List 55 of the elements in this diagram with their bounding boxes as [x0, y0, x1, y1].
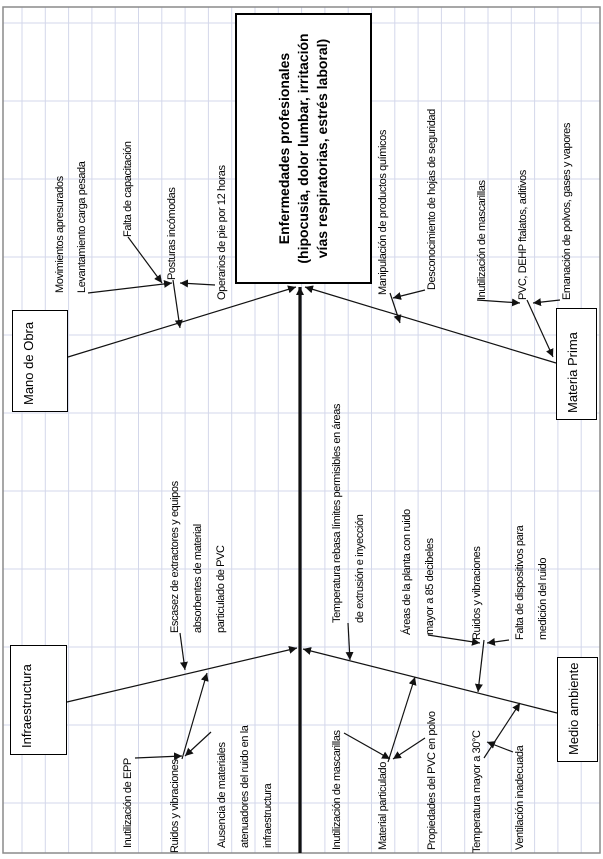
cause-text: Material particulado — [376, 762, 390, 850]
arrow — [486, 741, 514, 753]
effect-box: Enfermedades profesionales (hipocusia, dolor lumbar, irritación vías respiratorias, estrés laboral) — [235, 13, 372, 284]
cause-text: Ventilación inadecuada — [513, 746, 527, 850]
cause-text: Levantamiento carga pesada — [75, 162, 89, 293]
arrow — [526, 300, 554, 358]
cause-text: Manipulación de productos químicos — [376, 130, 390, 295]
arrow — [389, 292, 402, 324]
arrow — [392, 289, 426, 300]
cause-text: Emanación de polvos, gases y vapores — [560, 123, 574, 300]
cause-text: Áreas de la planta con ruido mayor a 85 decibeles — [396, 495, 442, 635]
arrow — [66, 646, 298, 703]
arrow — [532, 298, 560, 306]
cause-text: Inutilización de EPP — [121, 758, 135, 848]
cause-text: Movimientos apresurados — [53, 176, 67, 293]
arrow — [128, 236, 162, 284]
cause-text: Propiedades del PVC en polvo — [425, 711, 439, 850]
spine-arrow — [296, 287, 304, 853]
cause-text: PVC, DEHP ftalatos, aditivos — [516, 170, 530, 300]
category-box: Infraestructura — [10, 645, 67, 755]
cause-text: Escasez de extractores y equipos absorbentes de material particulado de PVC — [164, 475, 233, 633]
arrow — [346, 622, 354, 660]
cause-text: Ausencia de materiales atenuadores del ruido en la infraestructura — [211, 713, 280, 848]
cause-text: Temperatura rebasa límites permisibles en áreas de extrusión e inyección — [326, 401, 372, 623]
cause-text: Ruidos y vibraciones — [470, 546, 484, 640]
category-box: Mano de Obra — [12, 310, 68, 412]
arrow — [344, 732, 390, 760]
cause-text: Temperatura mayor a 30°C — [470, 730, 484, 853]
cause-text: Inutilización de mascarillas — [475, 180, 489, 300]
arrow — [88, 280, 172, 294]
cause-text: Falta de capacitación — [121, 141, 135, 237]
arrow — [180, 279, 216, 288]
cause-text: Inutilización de mascarillas — [330, 730, 344, 850]
arrow — [172, 280, 183, 328]
arrow — [474, 640, 485, 692]
arrow — [486, 638, 510, 646]
arrow — [181, 672, 209, 760]
arrow — [387, 676, 416, 762]
arrow — [302, 647, 558, 714]
cause-text: Operarios de pie por 12 horas — [215, 165, 229, 300]
cause-text: Posturas incómodas — [165, 188, 179, 280]
cause-text: Falta de dispositivos para medición del ruido — [509, 490, 555, 640]
arrow — [179, 632, 188, 670]
arrow — [304, 286, 556, 364]
cause-text: Desconocimiento de hojas de seguridad — [425, 109, 439, 290]
arrow — [428, 634, 480, 646]
arrow — [134, 752, 182, 760]
arrow — [484, 702, 520, 758]
category-box: Medio ambiente — [557, 657, 598, 762]
arrow — [392, 738, 426, 760]
cause-text: Ruidos y vibraciones — [168, 760, 182, 853]
arrow — [476, 298, 520, 306]
category-box: Materia Prima — [556, 308, 597, 420]
arrow — [68, 286, 296, 358]
arrow — [184, 732, 212, 756]
